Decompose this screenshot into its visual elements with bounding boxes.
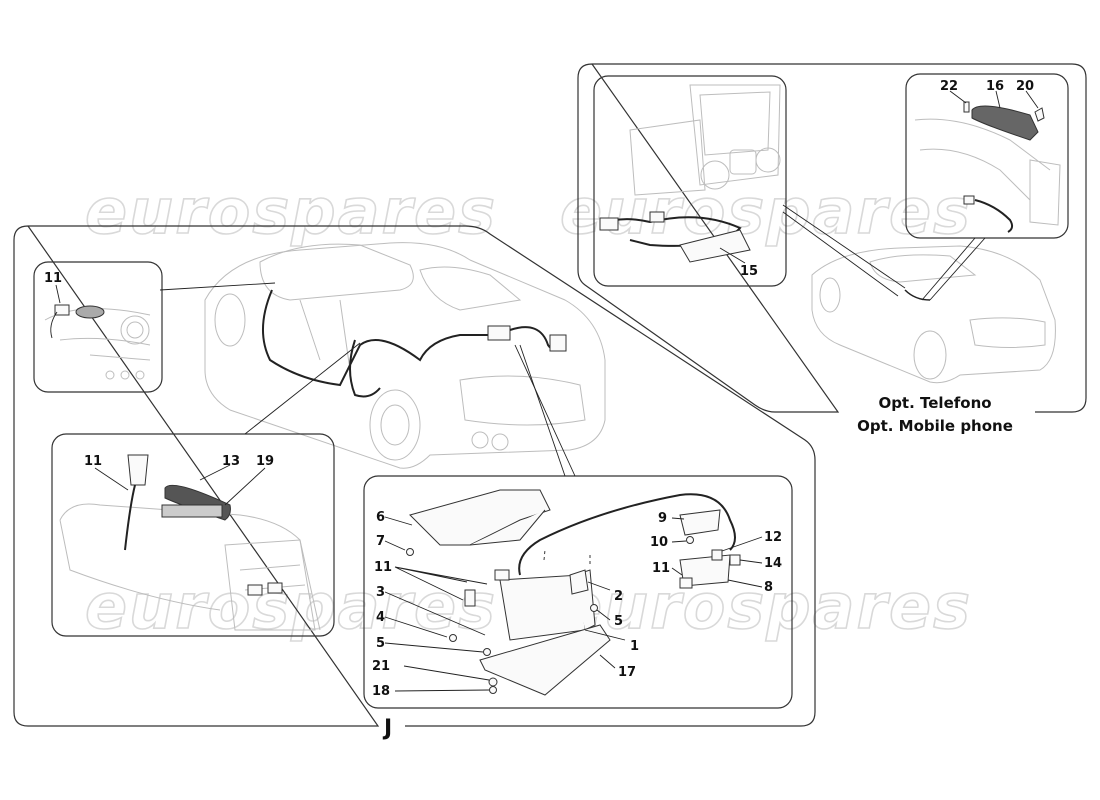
callout-20: 20	[1016, 79, 1034, 94]
exploded-parts: 6 7 11 3 4 5 21 18 2 5 1 17 9 10 11 12 1…	[372, 489, 782, 699]
callout-22: 22	[940, 79, 958, 94]
callout-19: 19	[256, 454, 274, 469]
watermark-bottom-left: eurospares	[85, 570, 497, 643]
caption-telefono: Opt. Telefono	[878, 394, 991, 412]
exploded-view-frame	[363, 475, 793, 709]
callout-1: 1	[630, 639, 639, 654]
inset-head-unit: 15	[593, 75, 787, 287]
callout-15: 15	[740, 264, 758, 279]
callout-4: 4	[376, 610, 385, 625]
callout-11-main: 11	[374, 560, 392, 575]
callout-12: 12	[764, 530, 782, 545]
callout-17: 17	[618, 665, 636, 680]
handset-holder-part	[161, 504, 223, 518]
tray-part-17	[479, 624, 611, 696]
leader-inset2-to-car	[244, 342, 361, 435]
callout-11-right: 11	[652, 561, 670, 576]
callout-21: 21	[372, 659, 390, 674]
callout-6: 6	[376, 510, 385, 525]
leader-cradle-a	[929, 237, 986, 301]
watermark-bottom-right: eurospares	[560, 570, 972, 643]
callout-7: 7	[376, 534, 385, 549]
leader-inset1-to-car	[159, 282, 276, 291]
inset-dashboard-microphone: 11	[33, 261, 163, 393]
bracket-part-9	[679, 509, 721, 536]
car-main-illustration	[204, 242, 606, 469]
watermark-top-left: eurospares	[85, 175, 497, 248]
car-phone-option-illustration	[811, 245, 1056, 384]
callout-5a: 5	[376, 636, 385, 651]
callout-3: 3	[376, 585, 385, 600]
caption-mobile-phone: Opt. Mobile phone	[857, 417, 1013, 435]
phone-option-frame	[577, 63, 1087, 413]
callout-9: 9	[658, 511, 667, 526]
callout-2: 2	[614, 589, 623, 604]
callout-18: 18	[372, 684, 390, 699]
callout-11-inset2: 11	[84, 454, 102, 469]
callout-11-inset1: 11	[44, 271, 62, 286]
phone-cradle-part-16	[971, 105, 1039, 141]
leader-car-to-exploded-a	[514, 344, 576, 477]
callout-5b: 5	[614, 614, 623, 629]
inset-phone-cradle: 22 16 20	[905, 73, 1069, 239]
callout-16: 16	[986, 79, 1004, 94]
callout-14: 14	[764, 556, 782, 571]
leader-car-to-exploded-b	[519, 344, 566, 477]
phone-unit-part-15	[679, 229, 751, 263]
inset-rear-console: 11 13 19	[51, 433, 335, 637]
callout-8: 8	[764, 580, 773, 595]
bracket-part-2	[569, 569, 589, 595]
callout-13: 13	[222, 454, 240, 469]
group-j-frame	[13, 225, 816, 727]
antenna-module-on-car	[549, 334, 567, 352]
callout-10: 10	[650, 535, 668, 550]
watermarks: eurospares eurospares eurospares eurospa…	[84, 174, 972, 644]
microphone-part	[54, 304, 70, 316]
leader-head-unit-b	[782, 211, 899, 297]
phone-control-unit-on-car	[487, 325, 511, 341]
leader-cradle-b	[921, 237, 976, 301]
leader-head-unit-a	[782, 204, 906, 289]
group-letter: J	[382, 716, 392, 741]
watermark-top-right: eurospares	[560, 175, 972, 248]
